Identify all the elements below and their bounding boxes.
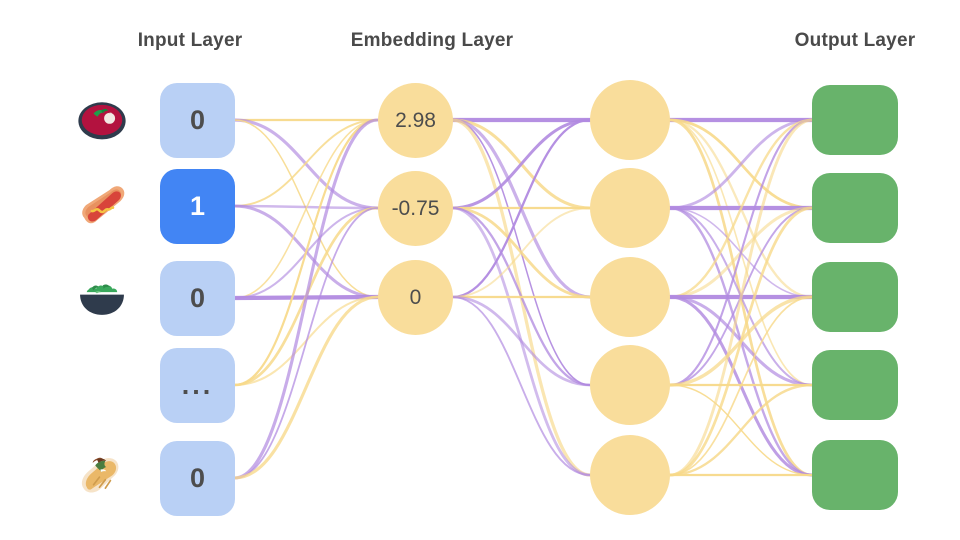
connection-edge xyxy=(668,206,814,477)
connection-edge xyxy=(451,118,592,210)
connection-edge xyxy=(668,383,814,477)
output-node-4[interactable] xyxy=(812,440,898,510)
hidden-node-2[interactable] xyxy=(590,257,670,337)
hidden-node-0[interactable] xyxy=(590,80,670,160)
input-node-4-value: 0 xyxy=(189,463,206,493)
embedding-node-2-value: 0 xyxy=(409,285,422,309)
hidden-node-4[interactable] xyxy=(590,435,670,515)
input-node-2[interactable]: 0 xyxy=(160,261,235,336)
connection-edge xyxy=(233,119,379,299)
connection-edge xyxy=(668,118,814,387)
title-output-layer: Output Layer xyxy=(794,30,916,51)
embedding-node-0[interactable]: 2.98 xyxy=(378,83,453,158)
connection-edge xyxy=(668,118,814,299)
embedding-node-1-value: -0.75 xyxy=(391,196,440,220)
connection-edge xyxy=(232,118,380,480)
connection-edge xyxy=(668,118,814,210)
input-node-0[interactable]: 0 xyxy=(160,83,235,158)
input-node-1[interactable]: 1 xyxy=(160,169,235,244)
output-node-3[interactable] xyxy=(812,350,898,420)
input-node-1-value: 1 xyxy=(189,191,206,221)
input-node-4[interactable]: 0 xyxy=(160,441,235,516)
hot-dog-icon xyxy=(75,179,129,233)
connection-edge xyxy=(669,296,813,476)
connection-edge xyxy=(233,204,379,210)
burrito-icon xyxy=(75,451,129,505)
connection-edge xyxy=(233,118,379,387)
embedding-node-0-value: 2.98 xyxy=(395,108,436,132)
input-node-ellipsis-value: ... xyxy=(181,370,214,400)
title-input-layer: Input Layer xyxy=(137,30,243,51)
output-node-1[interactable] xyxy=(812,173,898,243)
input-node-ellipsis[interactable]: ... xyxy=(160,348,235,423)
embedding-node-1[interactable]: -0.75 xyxy=(378,171,453,246)
connection-edge xyxy=(233,207,379,479)
output-node-2[interactable] xyxy=(812,262,898,332)
connection-edge xyxy=(233,119,379,207)
input-node-0-value: 0 xyxy=(189,105,206,135)
connection-edge xyxy=(451,118,592,299)
hidden-node-3[interactable] xyxy=(590,345,670,425)
connection-edge xyxy=(668,118,814,477)
connection-edge xyxy=(232,295,380,480)
title-embedding-layer: Embedding Layer xyxy=(350,30,514,51)
green-salad-icon xyxy=(75,271,129,325)
output-node-0[interactable] xyxy=(812,85,898,155)
connection-edge xyxy=(451,207,591,298)
input-node-2-value: 0 xyxy=(189,283,206,313)
embedding-node-2[interactable]: 0 xyxy=(378,260,453,335)
connection-edge xyxy=(451,295,592,387)
hidden-node-1[interactable] xyxy=(590,168,670,248)
connection-edge xyxy=(451,296,591,476)
bowl-of-stew-icon xyxy=(75,93,129,147)
